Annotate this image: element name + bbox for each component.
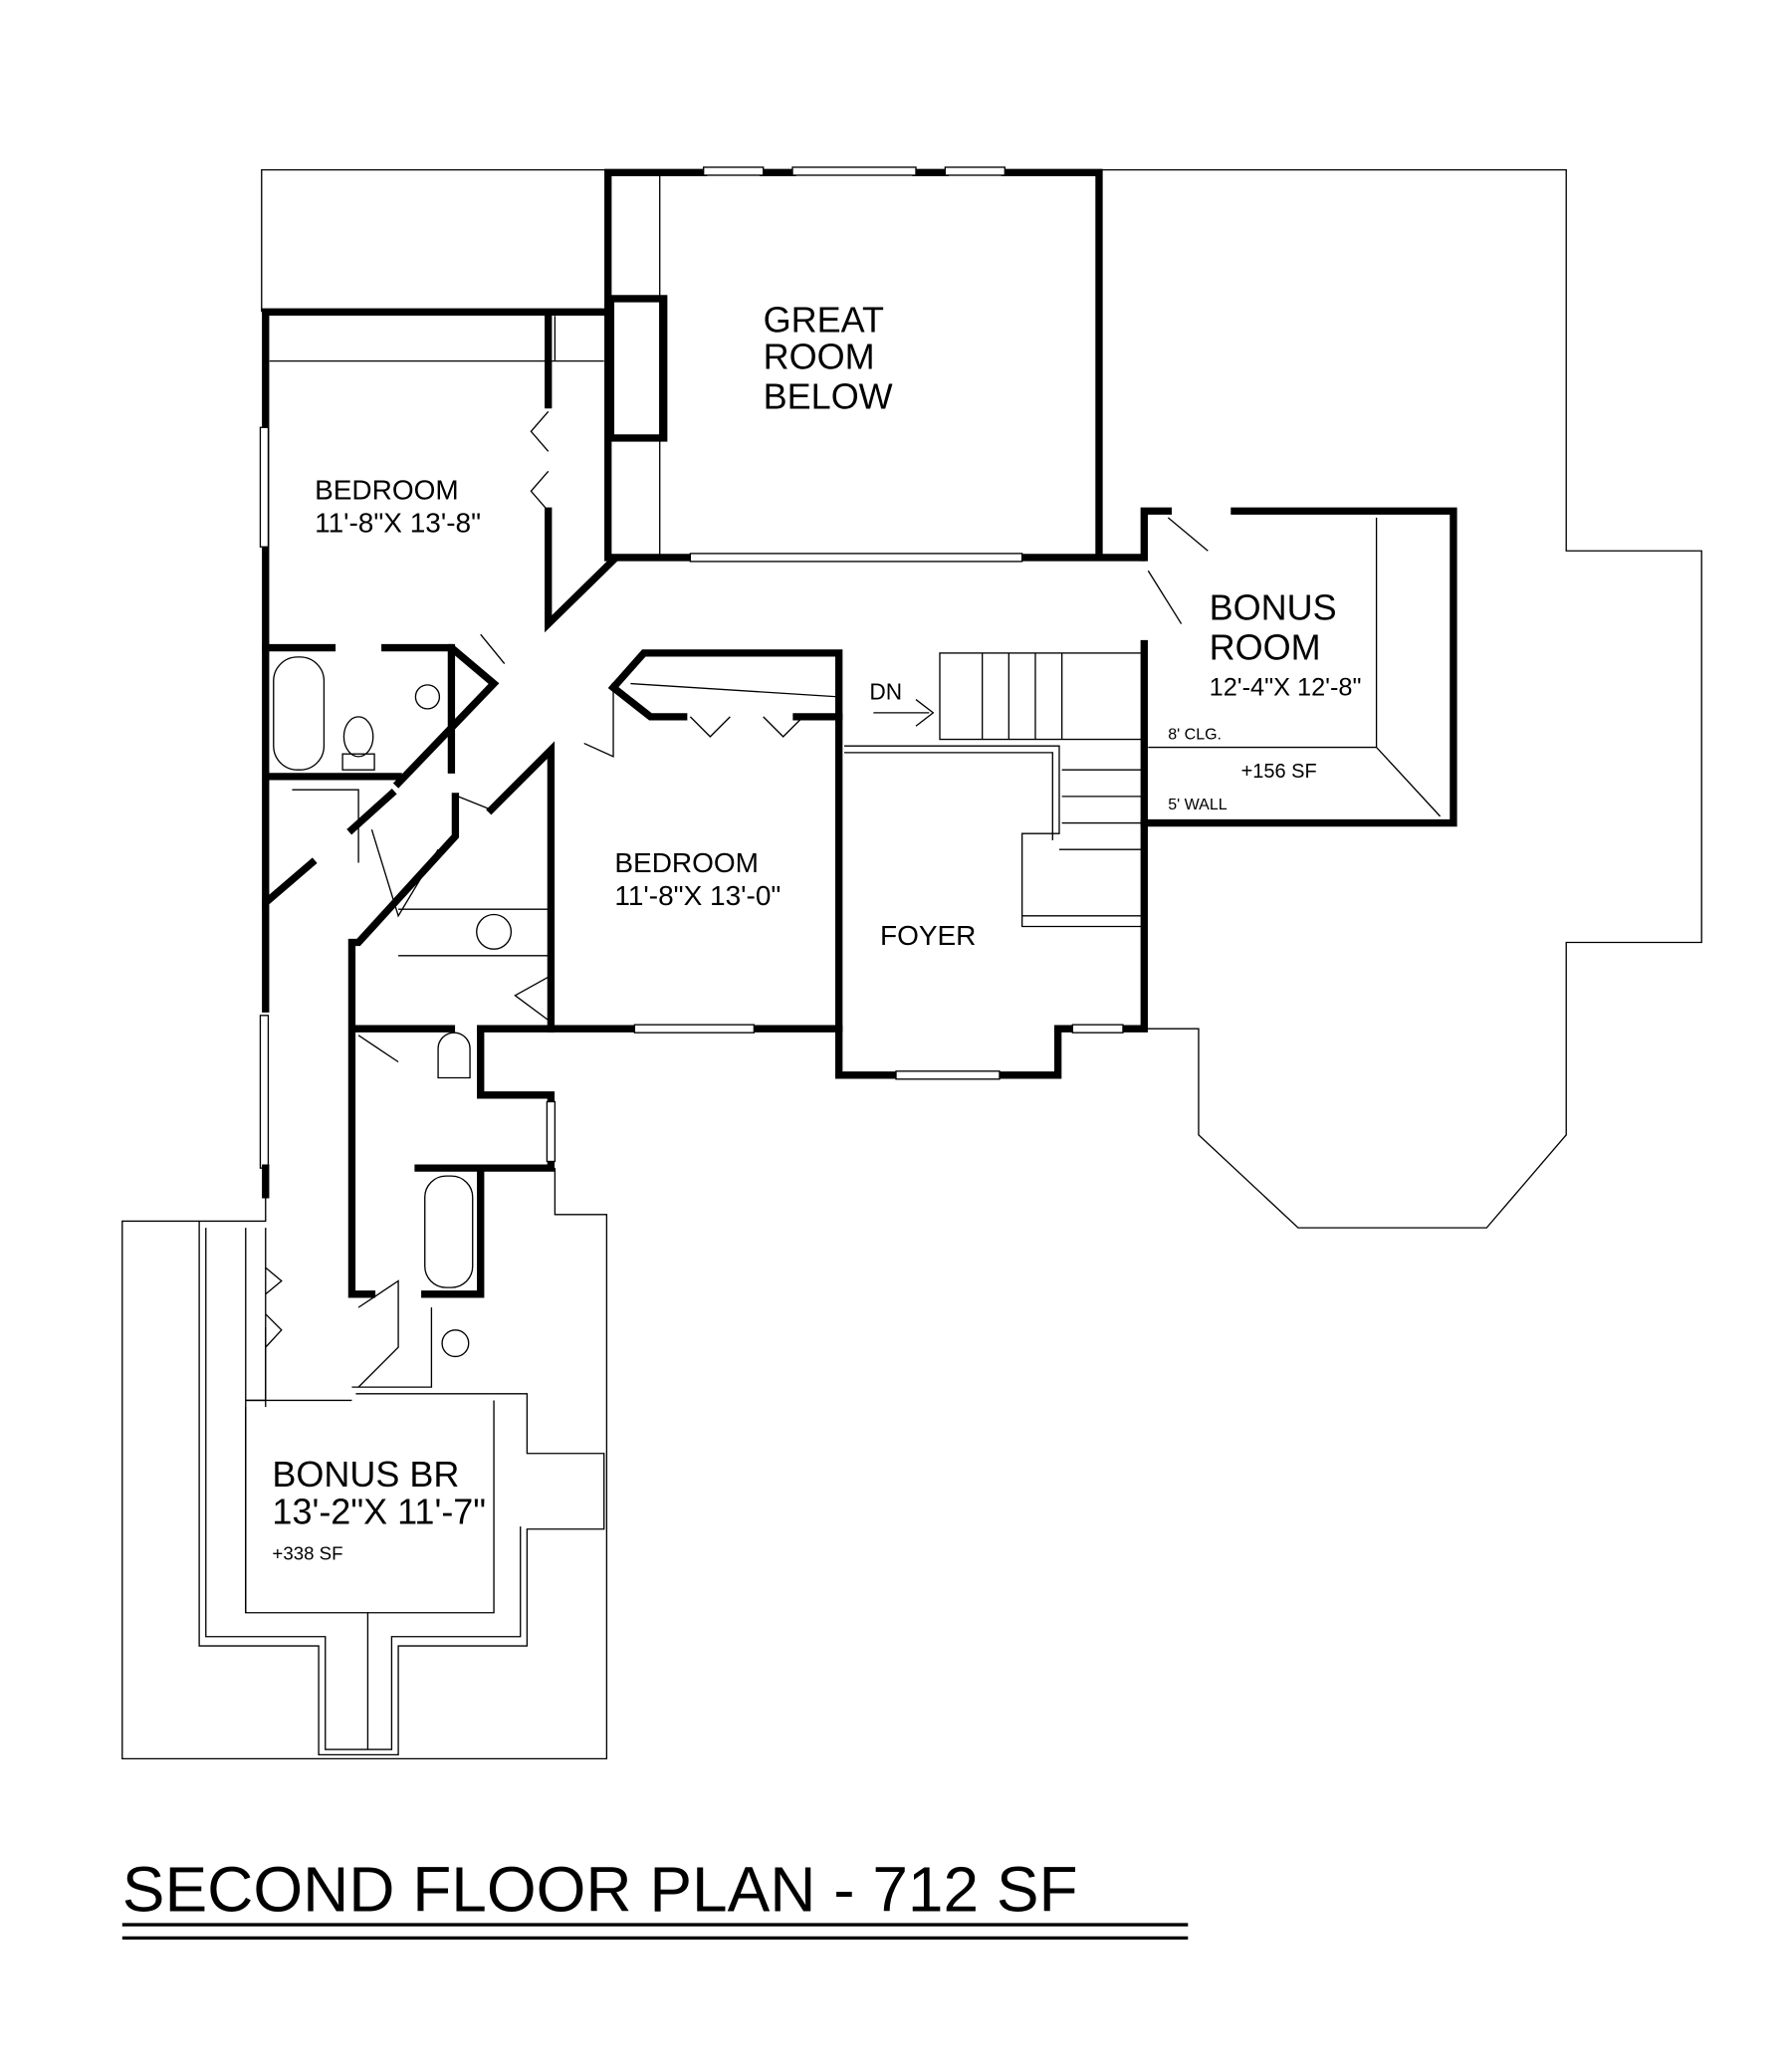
great-room-walls	[604, 166, 1146, 563]
bonus-room-ceiling: 8' CLG.	[1168, 727, 1222, 744]
bonus-room-extra-sf: +156 SF	[1241, 761, 1317, 783]
bonus-room-size: 12'-4"X 12'-8"	[1210, 674, 1362, 702]
bonus-br-size: 13'-2"X 11'-7"	[272, 1491, 486, 1531]
fireplace	[606, 295, 668, 442]
bedroom-1-walls	[259, 308, 619, 789]
bonus-room-walls	[1140, 507, 1457, 827]
bonus-br-name: BONUS BR	[272, 1454, 459, 1495]
great-room-label-2: ROOM	[764, 337, 875, 377]
staircase	[844, 652, 1143, 928]
stair-down-label: DN	[869, 679, 902, 705]
plan-title: SECOND FLOOR PLAN - 712 SF	[122, 1854, 1078, 1926]
bonus-room-label-2: ROOM	[1210, 627, 1321, 668]
hallway-walls	[259, 741, 556, 1298]
room-labels: GREAT ROOM BELOW BEDROOM 11'-8"X 13'-8" …	[272, 299, 1361, 1563]
bonus-br-extra-sf: +338 SF	[272, 1542, 342, 1563]
bedroom-2-size: 11'-8"X 13'-0"	[614, 880, 781, 911]
bonus-room-wall: 5' WALL	[1168, 797, 1227, 813]
lower-bath-walls	[265, 1025, 557, 1388]
bedroom-2-name: BEDROOM	[614, 847, 759, 878]
great-room-label-3: BELOW	[764, 376, 893, 417]
roof-outline	[121, 168, 1702, 1760]
bedroom-2-walls	[547, 649, 1148, 1080]
bedroom-1-size: 11'-8"X 13'-8"	[315, 508, 481, 539]
bedroom-1-name: BEDROOM	[315, 474, 459, 505]
great-room-label-1: GREAT	[764, 299, 884, 340]
bonus-room-label-1: BONUS	[1210, 587, 1337, 628]
foyer-label: FOYER	[880, 920, 976, 951]
